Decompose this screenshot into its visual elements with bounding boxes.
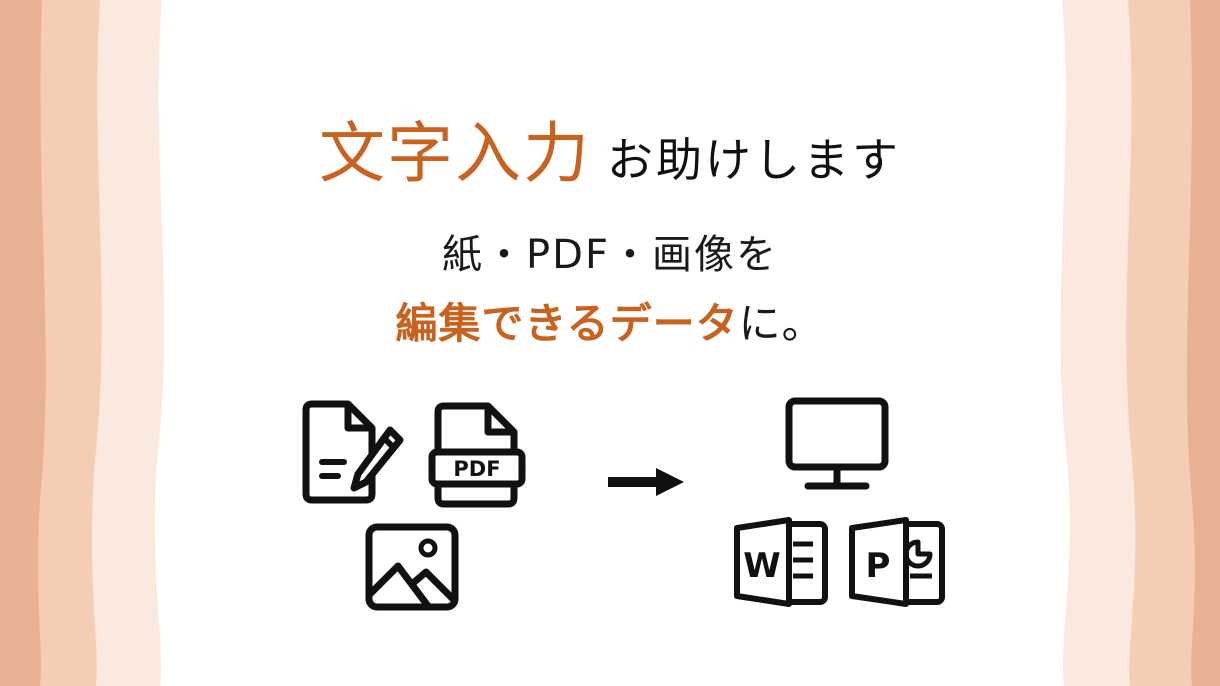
pdf-file-icon: PDF <box>428 402 526 508</box>
subtitle-tail: に。 <box>738 299 825 348</box>
arrow-right-icon <box>608 468 684 496</box>
subtitle-highlight: 編集できるデータ <box>395 299 739 348</box>
image-icon <box>365 523 459 611</box>
word-icon: W <box>734 517 828 607</box>
document-edit-icon <box>302 400 404 504</box>
headline-accent: 文字入力 <box>319 115 591 192</box>
pdf-label: PDF <box>453 457 500 481</box>
word-label: W <box>743 546 781 586</box>
subtitle-line1: 紙・PDF・画像を <box>442 232 778 278</box>
headline-rest: お助けします <box>607 133 901 187</box>
subtitle-line2: 編集できるデータに。 <box>0 290 1220 351</box>
monitor-icon <box>785 397 889 490</box>
headline: 文字入力お助けします <box>0 100 1220 196</box>
powerpoint-icon: P <box>849 517 945 607</box>
ppt-label: P <box>866 546 891 586</box>
